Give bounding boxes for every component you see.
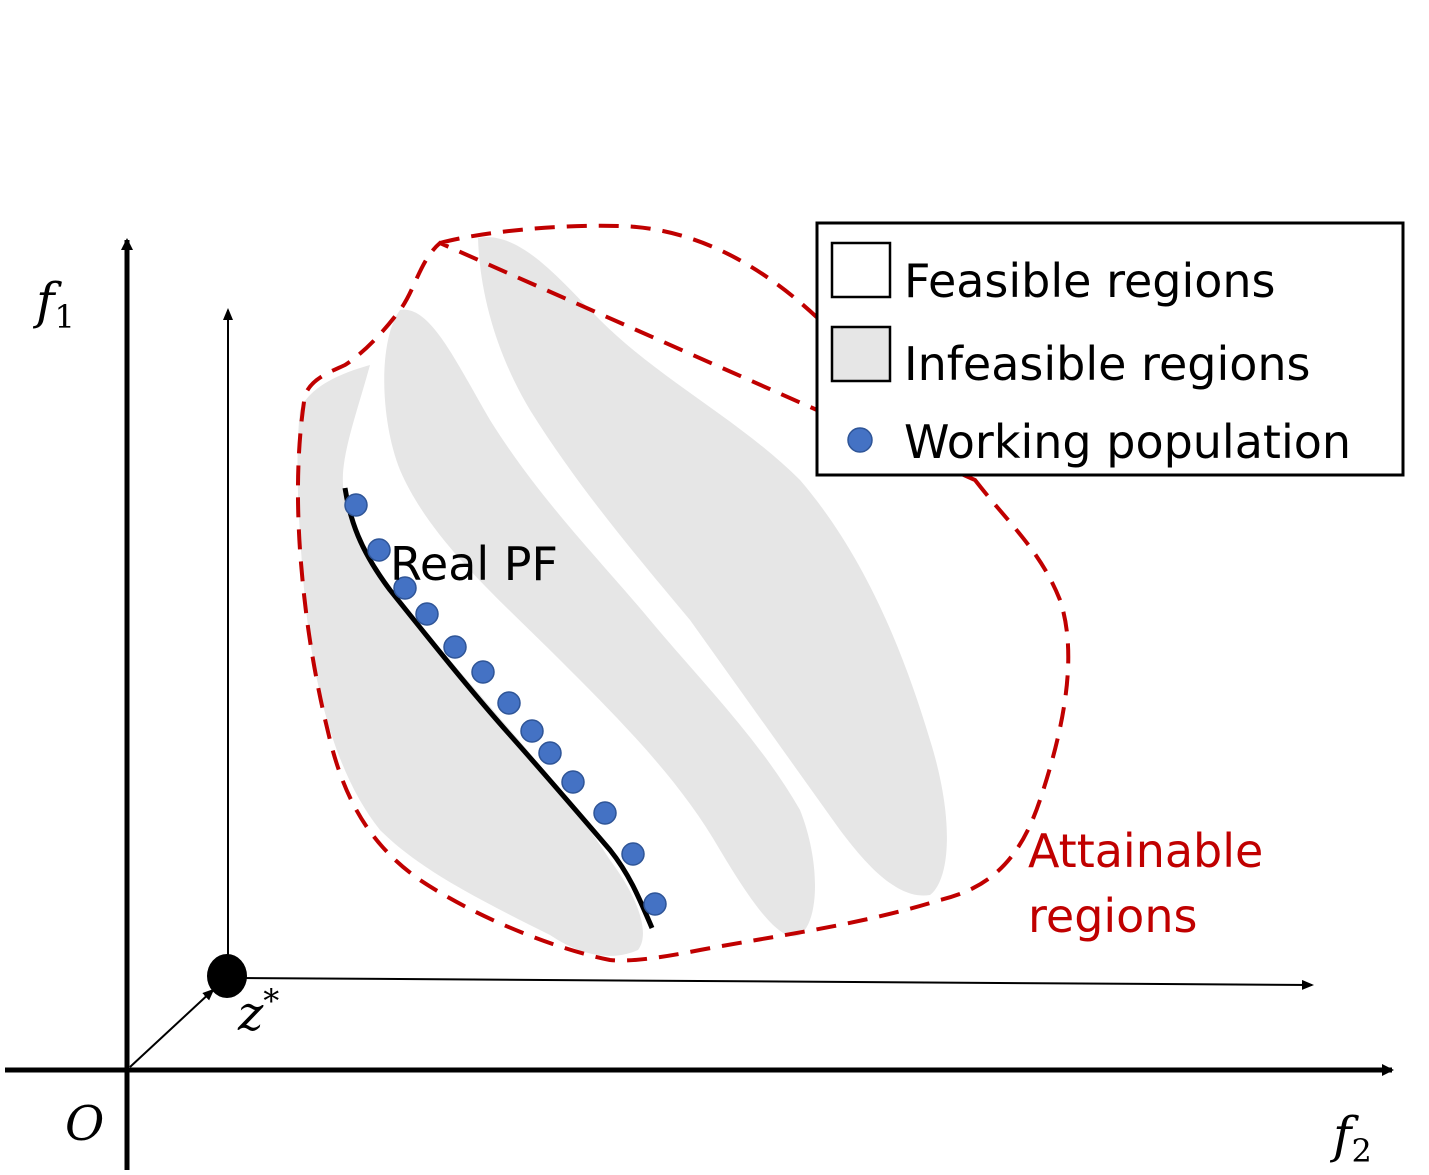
attainable-label-line2: regions <box>1028 889 1197 943</box>
legend-feasible-swatch <box>830 241 892 299</box>
legend-infeasible-label: Infeasible regions <box>904 337 1311 391</box>
origin-label: O <box>65 1096 104 1152</box>
infeasible-region-middle <box>384 309 815 937</box>
f2-axis-label: f2 <box>1329 1106 1372 1170</box>
population-point <box>344 493 368 517</box>
legend-feasible-label: Feasible regions <box>904 254 1276 308</box>
legend-infeasible-swatch <box>830 325 892 383</box>
population-point <box>415 602 439 626</box>
population-point <box>443 635 467 659</box>
f1-axis-label: f1 <box>32 272 75 336</box>
population-point <box>471 660 495 684</box>
origin-to-ideal-arrow <box>129 988 215 1068</box>
population-point <box>497 691 521 715</box>
infeasible-region-right <box>478 237 947 896</box>
main-axes <box>5 238 1394 1170</box>
ideal-point-label: z* <box>237 982 279 1042</box>
infeasible-region-left <box>297 365 643 956</box>
population-point <box>367 538 391 562</box>
legend: Feasible regions Infeasible regions Work… <box>815 221 1405 477</box>
population-point <box>538 741 562 765</box>
working-population <box>344 493 667 916</box>
attainable-label-line1: Attainable <box>1028 824 1263 878</box>
population-point <box>593 801 617 825</box>
attainable-region-boundary <box>295 223 1071 963</box>
infeasible-regions <box>297 237 947 956</box>
population-point <box>621 842 645 866</box>
population-point <box>643 892 667 916</box>
legend-box <box>815 221 1405 477</box>
population-point <box>520 719 544 743</box>
population-point <box>561 770 585 794</box>
legend-population-label: Working population <box>904 415 1351 469</box>
ideal-point-marker <box>207 954 247 998</box>
real-pf-label: Real PF <box>390 537 558 591</box>
ideal-f2-axis <box>239 977 1314 990</box>
ideal-point-axes <box>129 308 1314 1068</box>
real-pareto-front <box>342 487 655 929</box>
legend-population-marker <box>847 427 873 453</box>
population-point <box>393 576 417 600</box>
